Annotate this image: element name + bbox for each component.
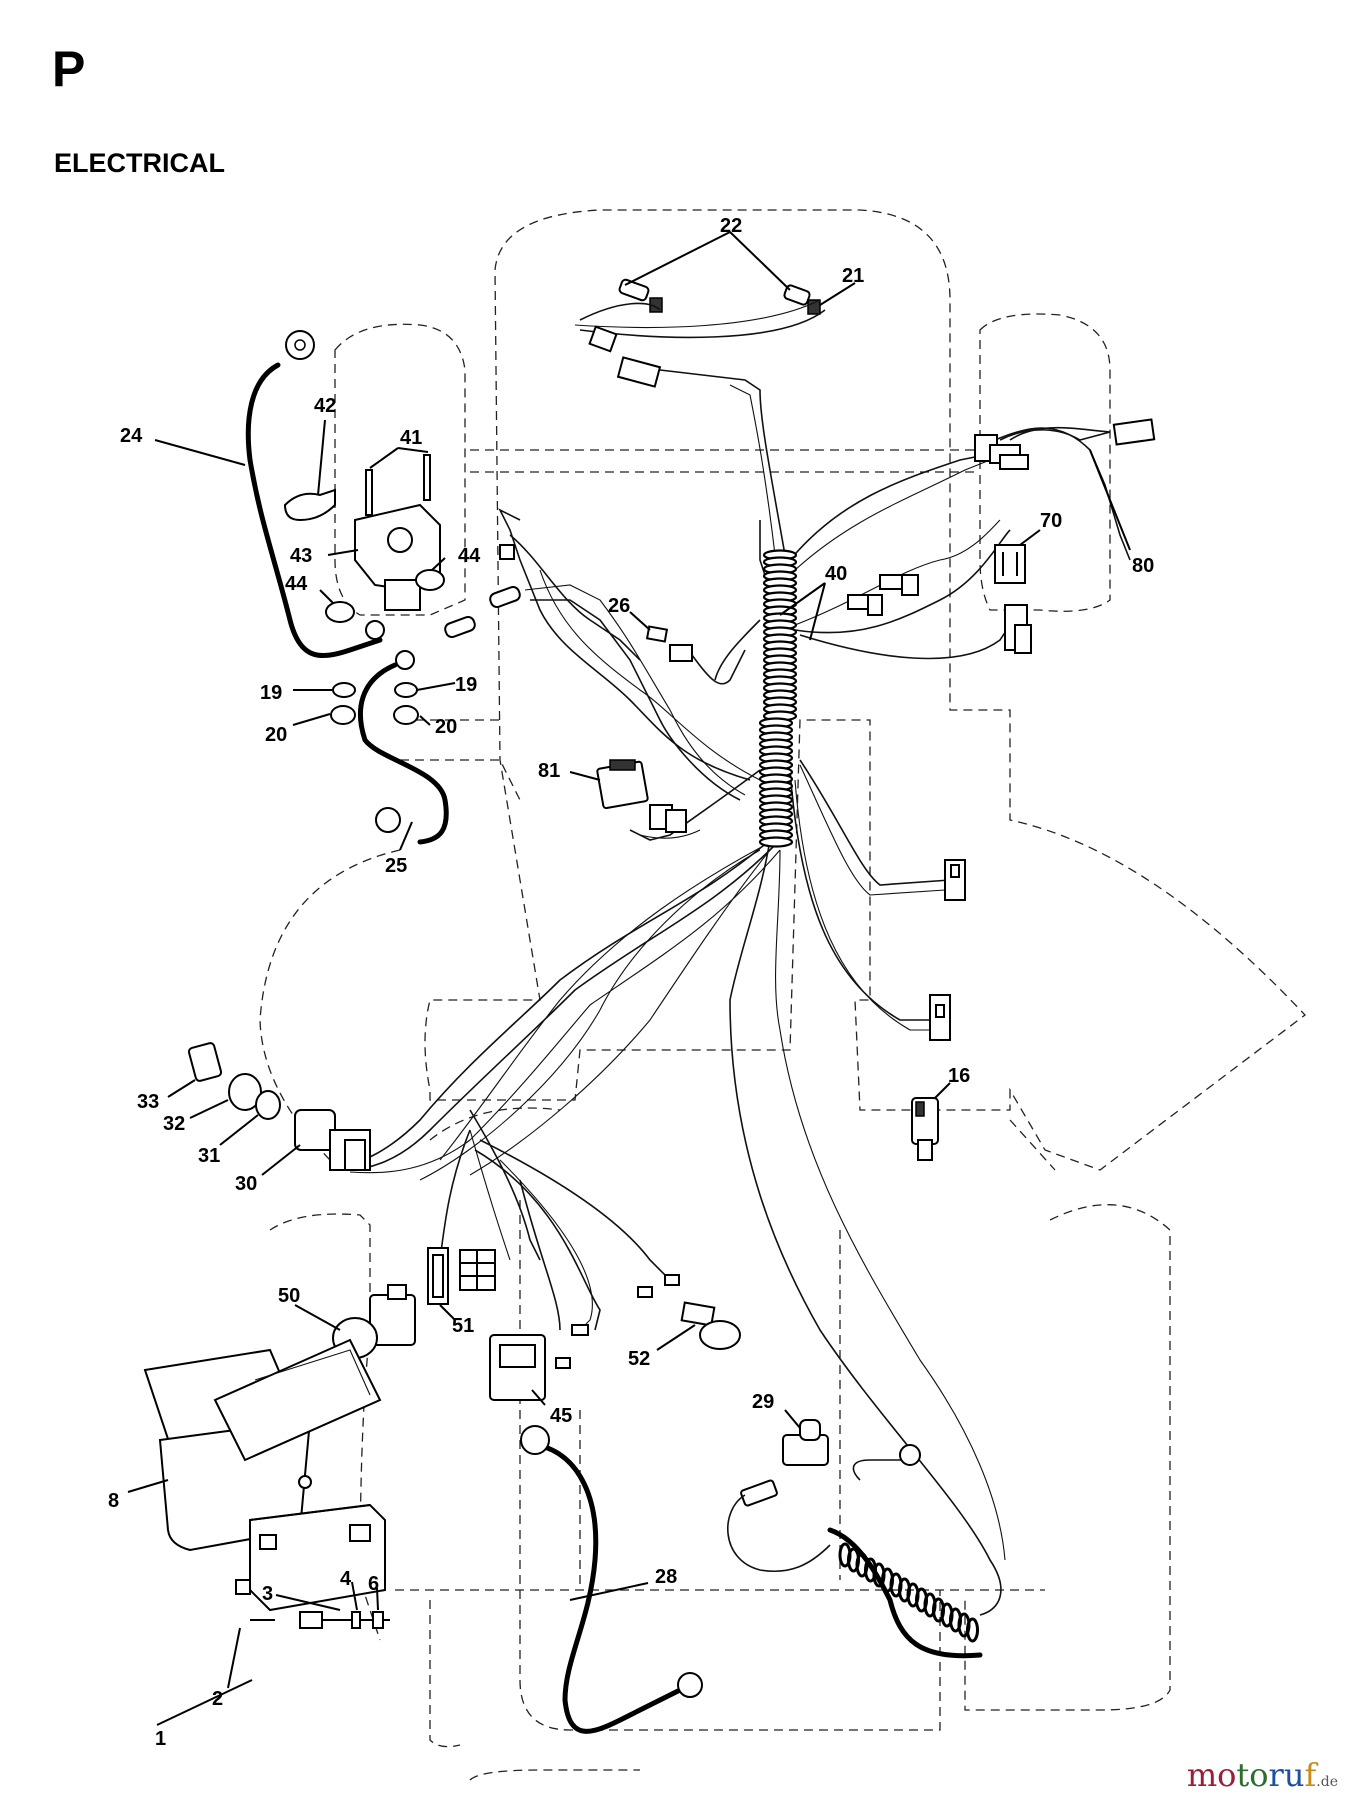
section-title: ELECTRICAL <box>54 148 225 178</box>
callout-30: 30 <box>235 1173 257 1195</box>
callout-20-right: 20 <box>435 716 457 738</box>
callout-labels: 22 21 70 80 40 26 81 24 42 41 43 44 44 1… <box>108 215 1154 1750</box>
callout-25: 25 <box>385 855 407 877</box>
callout-33: 33 <box>137 1091 159 1113</box>
callout-21: 21 <box>842 265 864 287</box>
callout-8: 8 <box>108 1490 119 1512</box>
callout-3: 3 <box>262 1583 273 1605</box>
callout-6: 6 <box>368 1573 379 1595</box>
component-shapes <box>143 278 1156 1734</box>
callout-20-left: 20 <box>265 724 287 746</box>
callout-80: 80 <box>1132 555 1154 577</box>
callout-28: 28 <box>655 1566 677 1588</box>
section-letter: P <box>52 41 86 97</box>
callout-45: 45 <box>550 1405 572 1427</box>
callout-70: 70 <box>1040 510 1062 532</box>
callout-22: 22 <box>720 215 742 237</box>
callout-1: 1 <box>155 1728 166 1750</box>
callout-31: 31 <box>198 1145 220 1167</box>
pto-coil <box>838 1542 979 1643</box>
callout-32: 32 <box>163 1113 185 1135</box>
callout-44-left: 44 <box>285 573 308 595</box>
callout-41: 41 <box>400 427 422 449</box>
callout-40: 40 <box>825 563 847 585</box>
leader-lines <box>127 231 1131 1726</box>
callout-16: 16 <box>948 1065 970 1087</box>
callout-44-right: 44 <box>458 545 481 567</box>
callout-51: 51 <box>452 1315 474 1337</box>
callout-19-left: 19 <box>260 682 282 704</box>
coil-loop <box>966 1617 979 1643</box>
callout-42: 42 <box>314 395 336 417</box>
callout-26: 26 <box>608 595 630 617</box>
callout-2: 2 <box>212 1688 223 1710</box>
callout-4: 4 <box>340 1568 352 1590</box>
callout-81: 81 <box>538 760 560 782</box>
callout-29: 29 <box>752 1391 774 1413</box>
watermark-logo: motoruf.de <box>1186 1756 1338 1794</box>
corrugated-loom <box>758 549 798 848</box>
callout-24: 24 <box>120 425 143 447</box>
callout-52: 52 <box>628 1348 650 1370</box>
callout-43: 43 <box>290 545 312 567</box>
loom-ring <box>758 836 794 848</box>
callout-50: 50 <box>278 1285 300 1307</box>
callout-19-right: 19 <box>455 674 477 696</box>
